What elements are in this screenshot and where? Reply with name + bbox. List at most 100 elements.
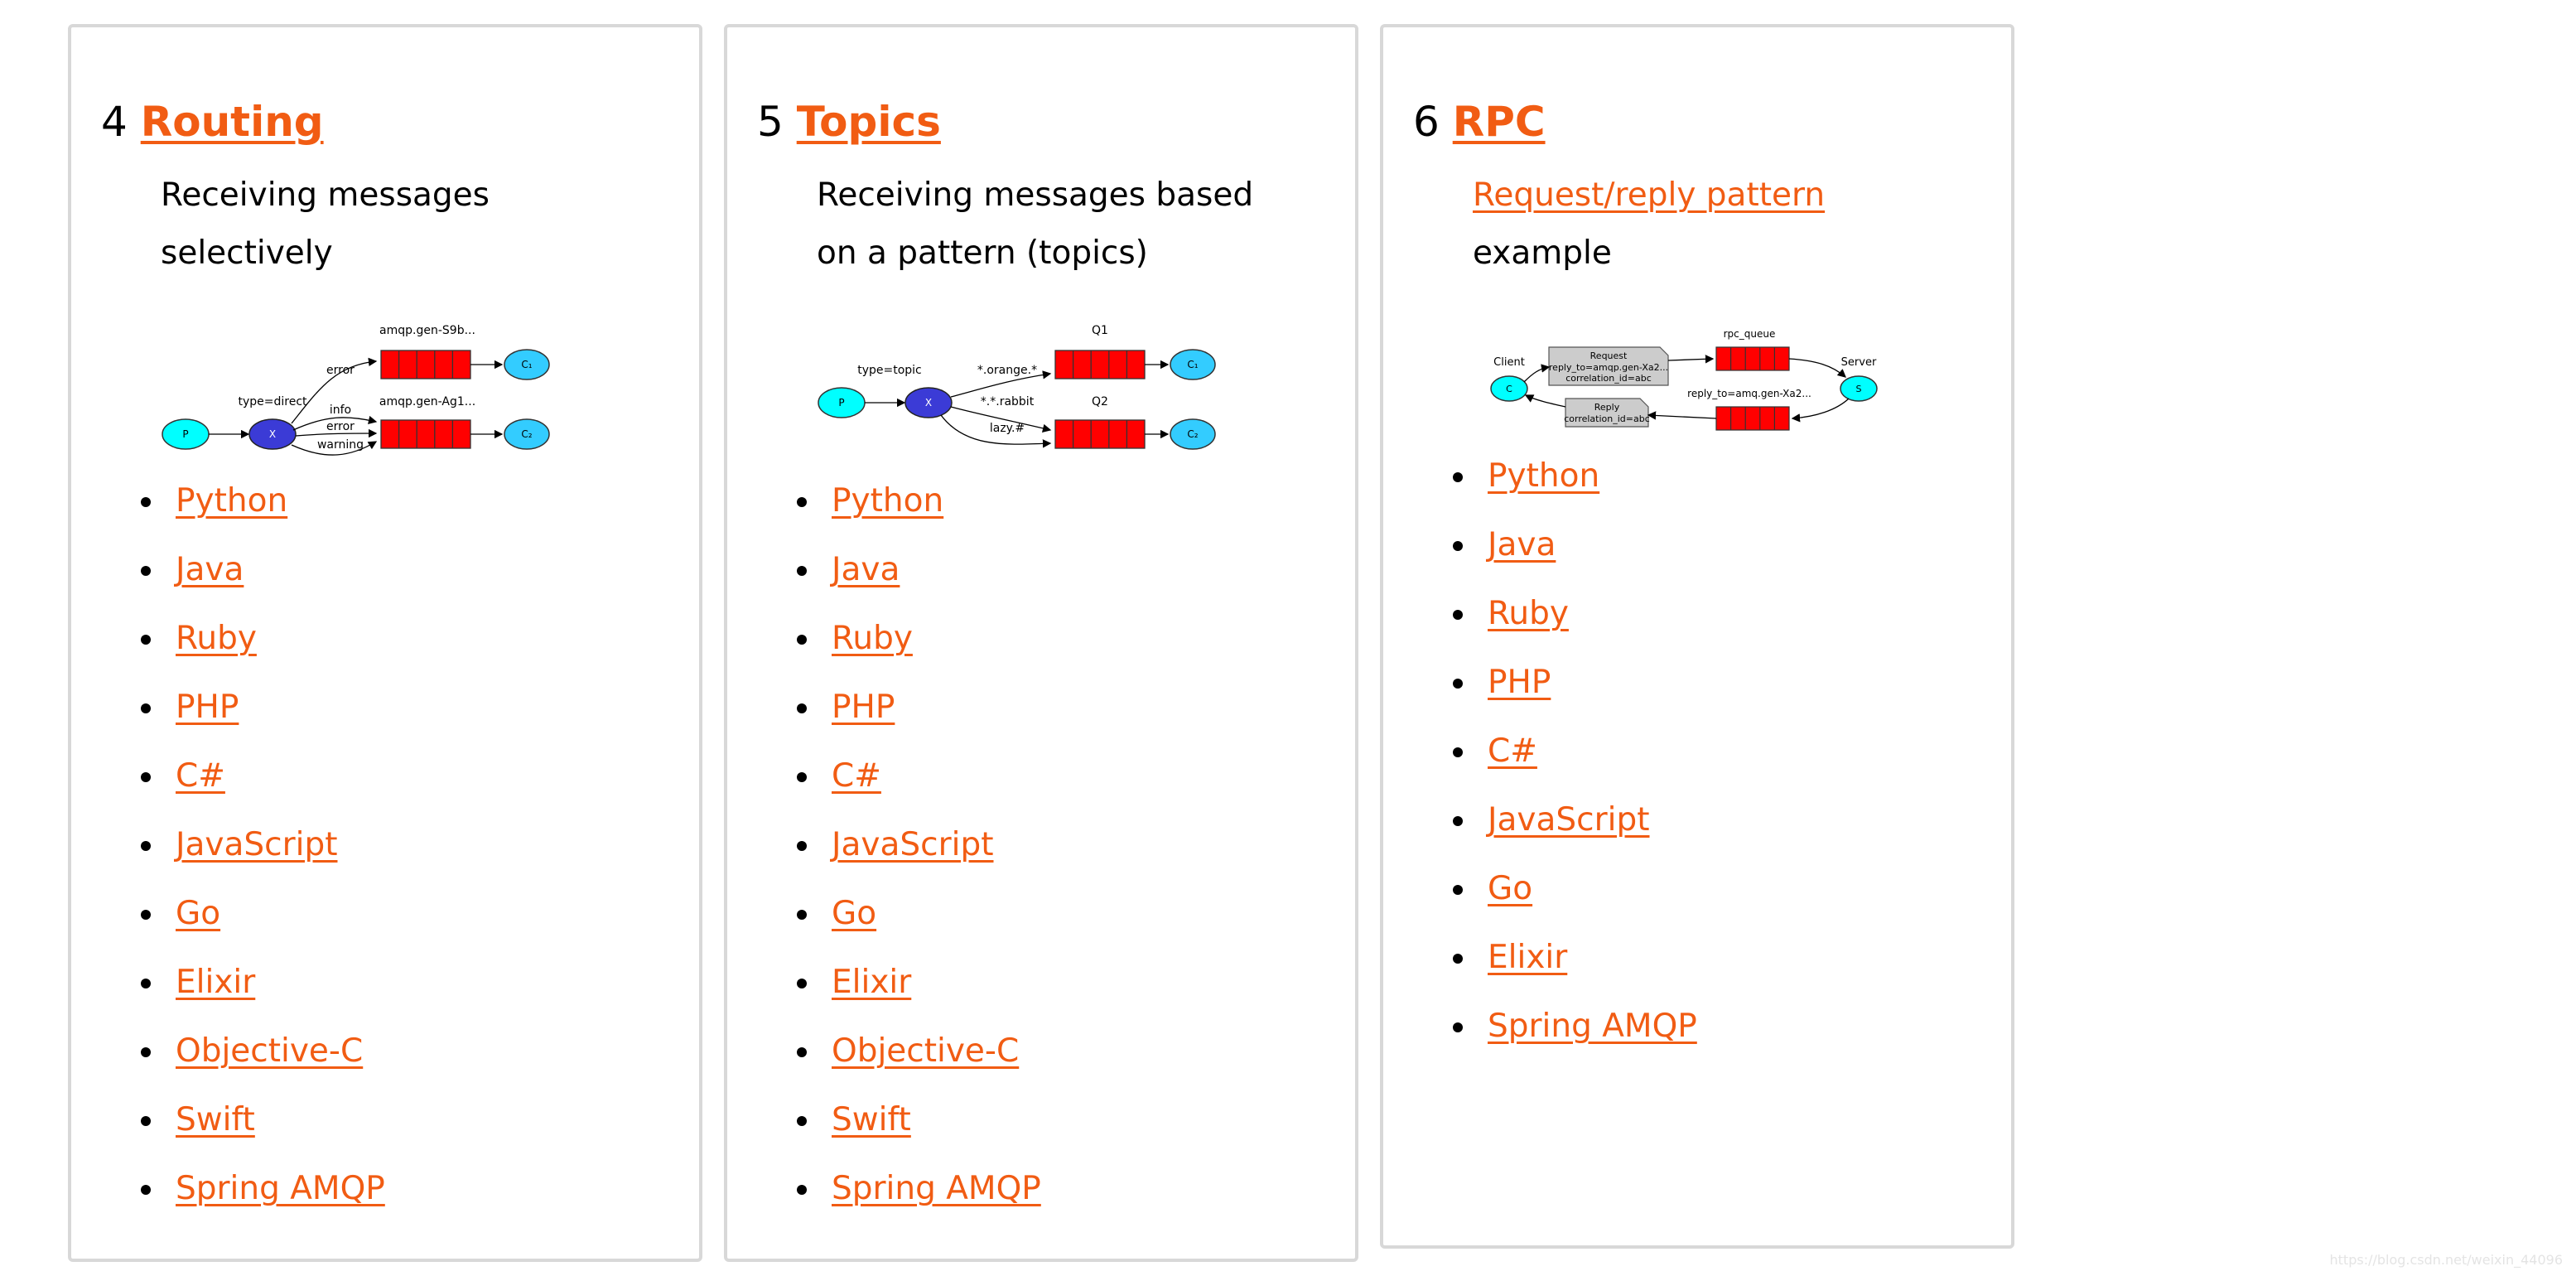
binding-label: error — [326, 364, 355, 377]
go-link[interactable]: Go — [176, 895, 221, 932]
list-item: C# — [797, 756, 1041, 796]
queue-box — [380, 419, 471, 449]
list-item: Swift — [141, 1100, 385, 1140]
csharp-link[interactable]: C# — [176, 757, 225, 795]
routing-diagram: P X type=direct error info error warning… — [161, 291, 575, 465]
client-node — [1490, 375, 1528, 402]
list-item: Go — [141, 894, 385, 934]
elixir-link[interactable]: Elixir — [176, 964, 256, 1001]
go-link[interactable]: Go — [1488, 870, 1533, 907]
list-item: Java — [797, 550, 1041, 590]
queue-box — [1715, 406, 1790, 431]
tutorial-description: Receiving messages based on a pattern (t… — [817, 176, 1254, 272]
card-heading: 4 Routing — [101, 97, 324, 147]
javascript-link[interactable]: JavaScript — [1488, 801, 1650, 839]
csharp-link[interactable]: C# — [1488, 732, 1537, 770]
rpc-queue-label: rpc_queue — [1724, 328, 1776, 340]
javascript-link[interactable]: JavaScript — [176, 826, 338, 863]
binding-label: lazy.# — [990, 422, 1025, 435]
consumer-label: C₁ — [521, 359, 532, 370]
list-item: Elixir — [1453, 938, 1697, 978]
reply-correlation-id: correlation_id=abc — [1564, 413, 1650, 424]
swift-link[interactable]: Swift — [832, 1101, 911, 1138]
tutorial-card-routing: 4 Routing Receiving messages selectively… — [68, 24, 702, 1262]
objective-c-link[interactable]: Objective-C — [176, 1032, 364, 1070]
consumer-node — [504, 349, 550, 380]
list-item: Ruby — [797, 619, 1041, 659]
list-item: Spring AMQP — [141, 1169, 385, 1209]
java-link[interactable]: Java — [1488, 526, 1556, 563]
producer-label: P — [838, 397, 844, 408]
list-item: Spring AMQP — [1453, 1007, 1697, 1046]
rpc-title-link[interactable]: RPC — [1452, 98, 1546, 146]
python-link[interactable]: Python — [1488, 457, 1600, 495]
exchange-label: X — [269, 428, 276, 440]
topics-title-link[interactable]: Topics — [796, 98, 941, 146]
consumer-label: C₂ — [521, 428, 532, 440]
consumer-node — [1170, 349, 1216, 380]
elixir-link[interactable]: Elixir — [1488, 939, 1568, 976]
request-reply-pattern-link[interactable]: Request/reply pattern — [1473, 176, 1826, 214]
queue-name-label: Q2 — [1092, 395, 1108, 408]
list-item: PHP — [797, 688, 1041, 727]
tutorial-card-rpc: 6 RPC Request/reply pattern example Clie… — [1380, 24, 2014, 1249]
php-link[interactable]: PHP — [1488, 664, 1551, 701]
list-item: JavaScript — [797, 825, 1041, 865]
tutorial-number: 6 — [1413, 98, 1440, 146]
list-item: JavaScript — [141, 825, 385, 865]
list-item: Go — [1453, 869, 1697, 909]
request-reply-to: reply_to=amqp.gen-Xa2... — [1549, 362, 1668, 373]
python-link[interactable]: Python — [176, 482, 288, 520]
ruby-link[interactable]: Ruby — [832, 620, 913, 657]
spring-amqp-link[interactable]: Spring AMQP — [1488, 1008, 1697, 1045]
consumer-label: C₁ — [1187, 359, 1198, 370]
list-item: Ruby — [141, 619, 385, 659]
request-title: Request — [1590, 350, 1628, 361]
list-item: Swift — [797, 1100, 1041, 1140]
list-item: PHP — [141, 688, 385, 727]
tutorial-number: 4 — [101, 98, 128, 146]
php-link[interactable]: PHP — [832, 689, 895, 726]
list-item: Elixir — [141, 963, 385, 1003]
spring-amqp-link[interactable]: Spring AMQP — [832, 1170, 1041, 1207]
list-item: Python — [797, 481, 1041, 521]
php-link[interactable]: PHP — [176, 689, 239, 726]
producer-label: P — [182, 428, 188, 440]
list-item: Go — [797, 894, 1041, 934]
java-link[interactable]: Java — [832, 551, 900, 588]
java-link[interactable]: Java — [176, 551, 244, 588]
queue-box — [1054, 350, 1146, 379]
exchange-node — [248, 418, 297, 450]
routing-title-link[interactable]: Routing — [140, 98, 324, 146]
list-item: Java — [1453, 525, 1697, 565]
objective-c-link[interactable]: Objective-C — [832, 1032, 1020, 1070]
request-message-box: Request reply_to=amqp.gen-Xa2... correla… — [1548, 346, 1669, 386]
javascript-link[interactable]: JavaScript — [832, 826, 994, 863]
tutorial-description: Request/reply pattern example — [1473, 167, 1903, 283]
list-item: Python — [1453, 457, 1697, 496]
rpc-diagram: Client C Server S Request reply_to=amqp.… — [1484, 309, 1882, 433]
watermark: https://blog.csdn.net/weixin_44096 — [2329, 1252, 2563, 1268]
list-item: Python — [141, 481, 385, 521]
spring-amqp-link[interactable]: Spring AMQP — [176, 1170, 385, 1207]
python-link[interactable]: Python — [832, 482, 944, 520]
swift-link[interactable]: Swift — [176, 1101, 255, 1138]
queue-name-label: Q1 — [1092, 324, 1108, 337]
go-link[interactable]: Go — [832, 895, 877, 932]
csharp-link[interactable]: C# — [832, 757, 881, 795]
queue-name-label: amqp.gen-Ag1... — [379, 395, 475, 408]
list-item: JavaScript — [1453, 800, 1697, 840]
reply-title: Reply — [1594, 402, 1620, 413]
binding-label: *.orange.* — [977, 364, 1037, 377]
reply-queue-label: reply_to=amq.gen-Xa2... — [1687, 388, 1811, 399]
card-heading: 5 Topics — [757, 97, 941, 147]
ruby-link[interactable]: Ruby — [176, 620, 257, 657]
reply-message-box: Reply correlation_id=abc — [1564, 398, 1650, 428]
elixir-link[interactable]: Elixir — [832, 964, 912, 1001]
list-item: Objective-C — [141, 1032, 385, 1071]
queue-name-label: amqp.gen-S9b... — [379, 324, 475, 337]
ruby-link[interactable]: Ruby — [1488, 595, 1569, 632]
list-item: Elixir — [797, 963, 1041, 1003]
list-item: Java — [141, 550, 385, 590]
tutorial-card-topics: 5 Topics Receiving messages based on a p… — [724, 24, 1358, 1262]
